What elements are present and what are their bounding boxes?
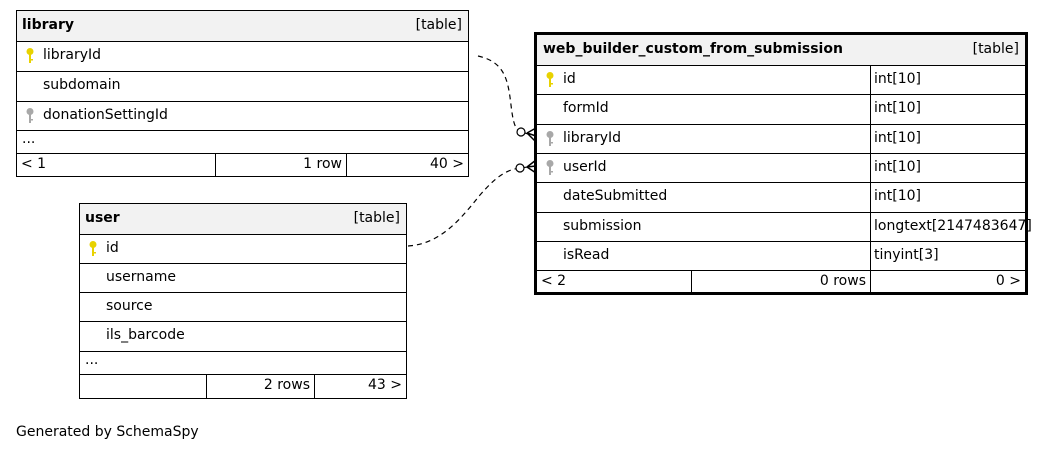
table-name: web_builder_custom_from_submission — [543, 41, 843, 57]
table-type-label: [table] — [353, 210, 400, 226]
column-name: userId — [563, 159, 607, 175]
table-header: user [table] — [80, 204, 406, 234]
relationship-library-to-submission — [477, 55, 537, 137]
more-columns: ... — [80, 351, 406, 374]
footer-parents: < 1 — [21, 156, 47, 172]
more-columns: ... — [17, 130, 468, 153]
footer-children: 0 > — [995, 273, 1021, 289]
column-name: libraryId — [43, 47, 102, 63]
foreign-key-icon — [546, 160, 554, 175]
column-name: subdomain — [43, 77, 121, 93]
column-name: submission — [563, 218, 642, 234]
foreign-key-icon — [26, 108, 34, 123]
column-name: donationSettingId — [43, 107, 168, 123]
table-name: library — [22, 17, 75, 33]
table-type-label: [table] — [972, 41, 1019, 57]
table-web-builder-custom-from-submission[interactable]: web_builder_custom_from_submission [tabl… — [534, 32, 1032, 295]
footer-row-count: 0 rows — [819, 273, 866, 289]
table-footer: < 1 1 row 40 > — [17, 153, 468, 177]
table-header: web_builder_custom_from_submission [tabl… — [537, 35, 1025, 65]
column-name: id — [563, 71, 576, 87]
primary-key-icon — [89, 241, 97, 256]
ellipsis: ... — [22, 131, 36, 147]
ellipsis: ... — [85, 352, 99, 368]
column-name: id — [106, 240, 119, 256]
relationship-optional-marker — [515, 163, 525, 173]
column-type: int[10] — [874, 159, 921, 175]
generated-by-label: Generated by SchemaSpy — [16, 424, 199, 440]
table-footer: < 2 0 rows 0 > — [537, 270, 1025, 295]
footer-row-count: 2 rows — [263, 377, 310, 393]
column-row[interactable]: id — [80, 234, 406, 263]
column-row[interactable]: donationSettingId — [17, 101, 468, 130]
column-type: longtext[2147483647] — [874, 218, 1032, 234]
column-row[interactable]: username — [80, 263, 406, 292]
column-name: isRead — [563, 247, 610, 263]
column-type: int[10] — [874, 100, 921, 116]
column-name: libraryId — [563, 130, 622, 146]
table-header: library [table] — [17, 11, 468, 41]
relationship-optional-marker — [516, 127, 526, 137]
column-row[interactable]: libraryId int[10] — [537, 124, 1025, 153]
table-type-label: [table] — [415, 17, 462, 33]
column-name: username — [106, 269, 176, 285]
footer-children: 43 > — [368, 377, 402, 393]
column-row[interactable]: formId int[10] — [537, 94, 1025, 124]
column-row[interactable]: source — [80, 292, 406, 321]
column-type: int[10] — [874, 188, 921, 204]
footer-row-count: 1 row — [303, 156, 342, 172]
table-user[interactable]: user [table] id username source ils_barc… — [79, 203, 407, 399]
column-row[interactable]: userId int[10] — [537, 153, 1025, 182]
column-row[interactable]: id int[10] — [537, 65, 1025, 94]
column-type: int[10] — [874, 130, 921, 146]
column-row[interactable]: isRead tinyint[3] — [537, 241, 1025, 270]
column-name: dateSubmitted — [563, 188, 668, 204]
column-type: int[10] — [874, 71, 921, 87]
column-row[interactable]: ils_barcode — [80, 321, 406, 351]
column-name: source — [106, 298, 153, 314]
footer-children: 40 > — [430, 156, 464, 172]
column-name: formId — [563, 100, 609, 116]
column-row[interactable]: dateSubmitted int[10] — [537, 182, 1025, 212]
column-row[interactable]: libraryId — [17, 41, 468, 71]
table-footer: 2 rows 43 > — [80, 374, 406, 398]
primary-key-icon — [26, 48, 34, 63]
column-type: tinyint[3] — [874, 247, 939, 263]
primary-key-icon — [546, 72, 554, 87]
table-name: user — [85, 210, 120, 226]
column-row[interactable]: submission longtext[2147483647] — [537, 212, 1032, 241]
table-library[interactable]: library [table] libraryId subdomain dona… — [16, 10, 469, 177]
foreign-key-icon — [546, 131, 554, 146]
footer-parents: < 2 — [541, 273, 567, 289]
column-row[interactable]: subdomain — [17, 71, 468, 101]
column-name: ils_barcode — [106, 327, 185, 343]
relationship-user-to-submission — [407, 165, 537, 247]
